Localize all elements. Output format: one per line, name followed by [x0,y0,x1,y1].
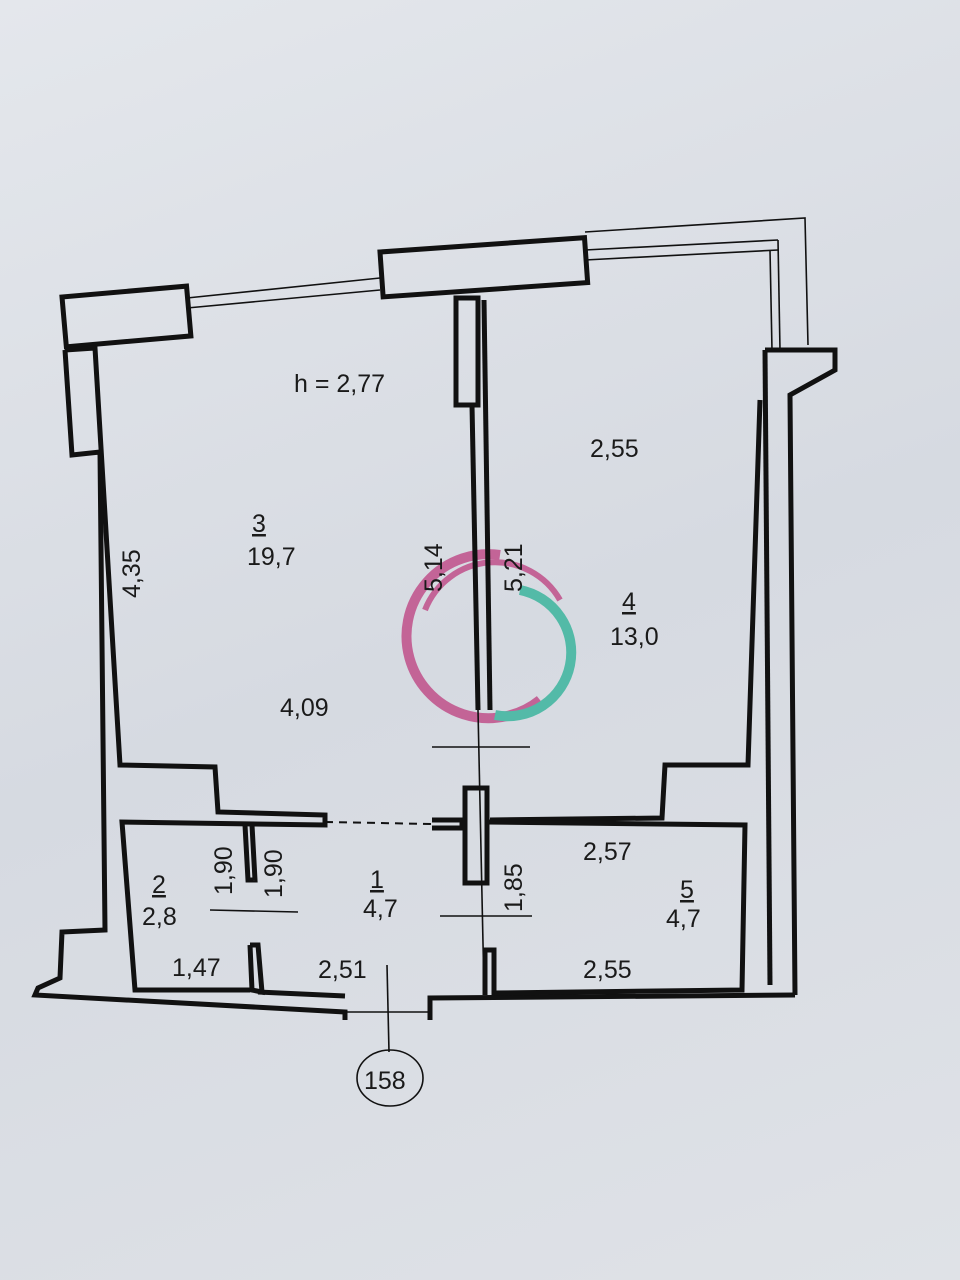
apartment-number: 158 [364,1067,406,1095]
window-top-left [59,277,381,350]
inner-wall-right [762,349,773,986]
partition-wall [469,404,481,711]
room2-area: 2,8 [142,903,177,931]
dim-room3-bottom: 4,09 [280,694,329,722]
leader-line [386,964,390,1053]
dim-room3-right: 5,14 [420,543,448,592]
dim-room3-left: 4,35 [118,549,146,598]
dim-room5-top: 2,57 [583,838,632,866]
dim-room4-left: 5,21 [500,543,528,592]
room5-number: 5 [680,876,694,904]
outer-wall-right [765,347,838,996]
partition-wall-2 [481,299,493,711]
dim-room5-left: 1,85 [500,863,528,912]
outer-wall-left-outer [31,349,348,1020]
room3-number: 3 [252,510,266,538]
room4-area: 13,0 [610,623,659,651]
room2-number: 2 [152,871,166,899]
room4-number: 4 [622,588,636,616]
dim-room2-left: 1,90 [210,846,238,895]
room5-area: 4,7 [666,905,701,933]
room1-bottom [257,989,346,999]
opening-dashed [324,821,433,825]
room3-area: 19,7 [247,543,296,571]
outer-wall-bottom [427,992,796,1020]
dim-room2-bottom: 1,47 [172,954,221,982]
apartment-number-circle [356,1049,424,1107]
window-top-right [584,217,809,351]
room1-area: 4,7 [363,895,398,923]
dim-room1-bottom: 2,51 [318,956,367,984]
dim-room4-top: 2,55 [590,435,639,463]
room2-wall-low [247,942,265,996]
partition-pier [453,295,481,408]
ceiling-height: h = 2,77 [294,370,385,398]
doorway-line [477,709,485,991]
pier-room5 [462,785,490,886]
outer-wall-left [64,345,328,993]
room1-number: 1 [370,866,384,894]
room2-wall [242,824,258,883]
dim-room5-bottom: 2,55 [583,956,632,984]
hall-wall [432,817,465,831]
section-mark-2 [209,909,299,913]
room5-box [482,819,748,996]
room4-wall [489,399,763,823]
dim-room1-left: 1,90 [260,849,288,898]
wall-pier-top [377,235,591,300]
